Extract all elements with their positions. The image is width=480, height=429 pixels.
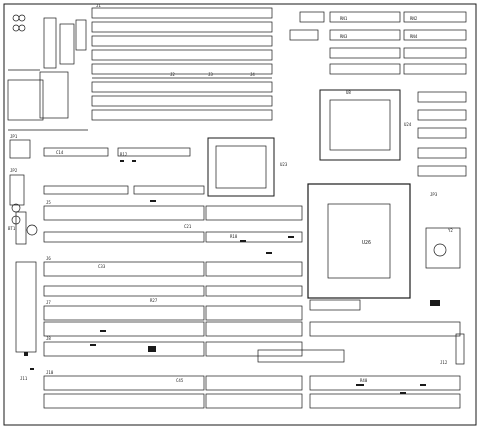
- cap-label-3: C33: [98, 264, 106, 269]
- res-label-3: R27: [150, 298, 158, 303]
- res-label-1: R12: [120, 152, 128, 157]
- bios-label: U8: [346, 90, 351, 95]
- board-outline: [3, 3, 477, 426]
- res-label-4: R40: [360, 378, 368, 383]
- ram-label-3: RN3: [340, 34, 348, 39]
- res-label-2: R18: [230, 234, 238, 239]
- cap-label-2: C21: [184, 224, 192, 229]
- crystal-label: Y2: [448, 228, 453, 233]
- simm-slot: [91, 81, 273, 93]
- simm-slot: [91, 7, 273, 19]
- simm-slot: [91, 109, 273, 121]
- simm-label-1: J1: [96, 3, 101, 8]
- ram-label-4: RN4: [410, 34, 418, 39]
- small-component-group: [24, 160, 440, 394]
- expansion-slot-group: [43, 147, 465, 409]
- simm-label-4: J4: [250, 72, 255, 77]
- cap-label-4: C45: [176, 378, 184, 383]
- chipset-b-label: U24: [404, 122, 412, 127]
- simm-slot: [91, 35, 273, 47]
- cpu-socket: [307, 183, 411, 299]
- simm-label-3: J3: [208, 72, 213, 77]
- slot-label-1: J5: [46, 200, 51, 205]
- cpu-label: U26: [362, 240, 371, 246]
- chipset-a-label: U23: [280, 162, 288, 167]
- jumper-label-3: JP3: [430, 192, 438, 197]
- slot-label-5: J10: [46, 370, 54, 375]
- slot-label-3: J7: [46, 300, 51, 305]
- jumper-label-2: JP2: [10, 168, 18, 173]
- ram-label-1: RN1: [340, 16, 348, 21]
- simm-slot-group: [91, 7, 273, 121]
- slot-label-4: J8: [46, 336, 51, 341]
- simm-label-2: J2: [170, 72, 175, 77]
- simm-slot: [91, 95, 273, 107]
- cap-label-1: C14: [56, 150, 64, 155]
- jumper-label-1: JP1: [10, 134, 18, 139]
- chipset-a: [207, 137, 275, 197]
- simm-slot: [91, 49, 273, 61]
- chipset-b: [319, 89, 401, 161]
- battery-label: BT1: [8, 226, 16, 231]
- simm-slot: [91, 21, 273, 33]
- power-connector-label: J12: [440, 360, 448, 365]
- right-slot-group: [289, 11, 467, 177]
- chipset-group: [207, 89, 461, 299]
- simm-slot: [91, 63, 273, 75]
- slot-label-2: J6: [46, 256, 51, 261]
- keyboard-connector-label: J11: [20, 376, 28, 381]
- ram-label-2: RN2: [410, 16, 418, 21]
